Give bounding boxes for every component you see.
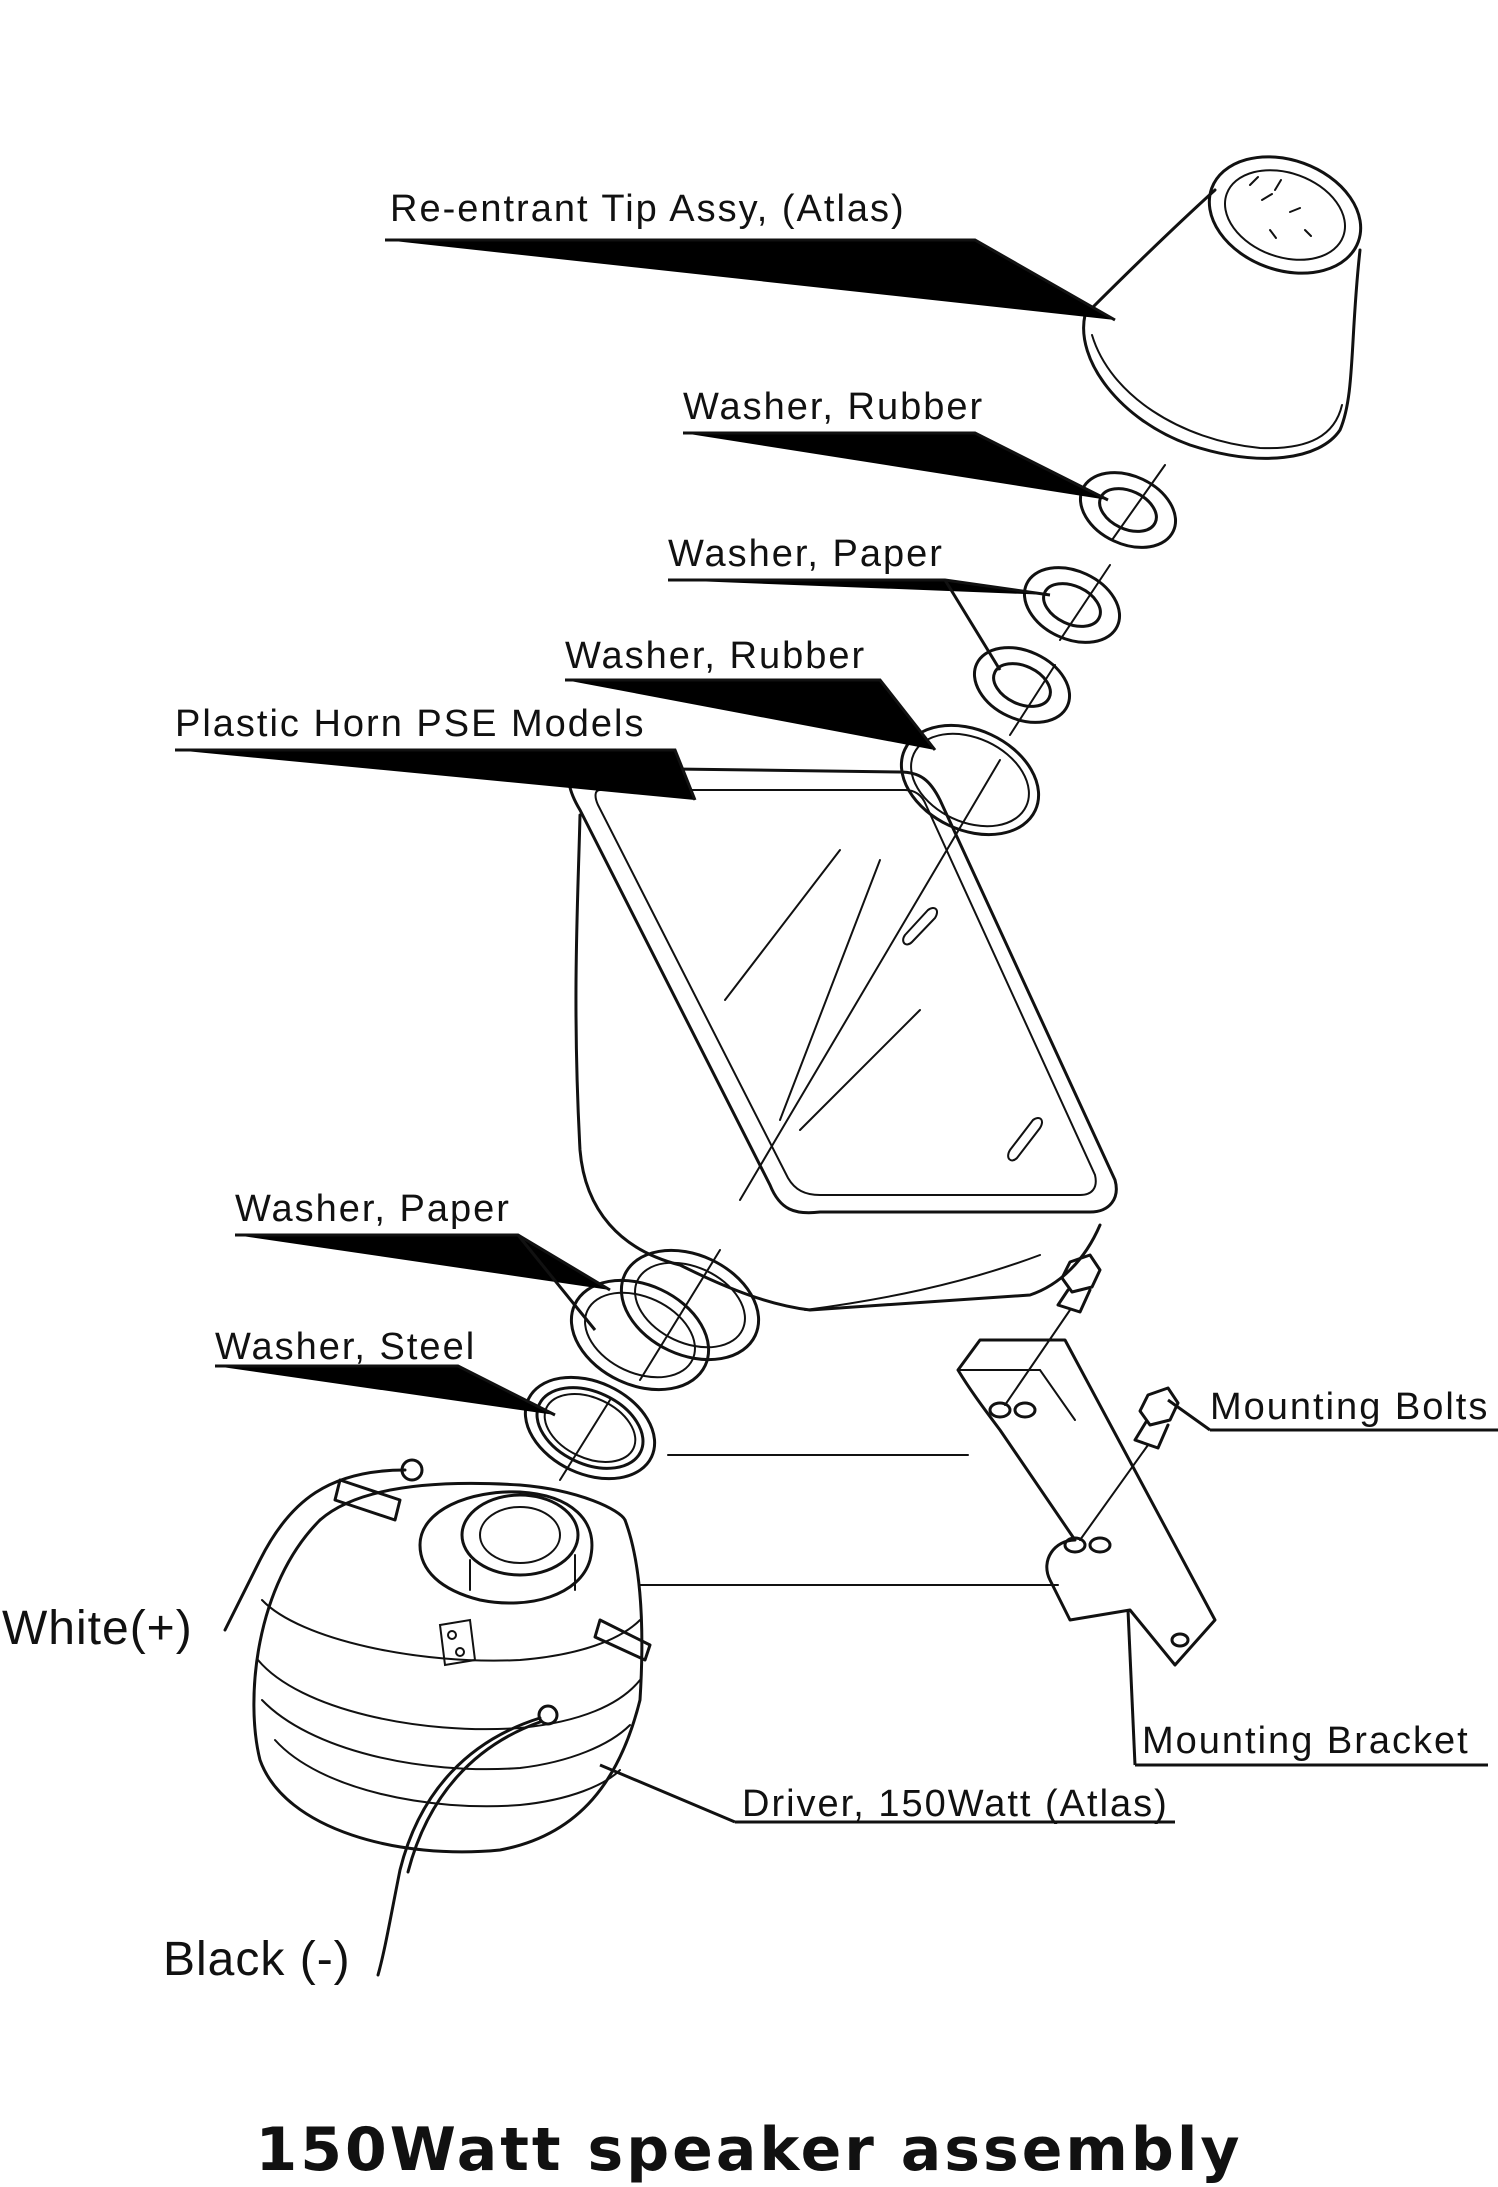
- label-driver: Driver, 150Watt (Atlas): [742, 1783, 1169, 1825]
- label-washer-paper-bottom: Washer, Paper: [235, 1188, 511, 1230]
- washer-steel-part: [523, 1375, 657, 1481]
- label-washer-paper-top: Washer, Paper: [668, 533, 944, 575]
- driver-part: [223, 1458, 652, 1977]
- washer-rubber-mid-part: [899, 723, 1041, 837]
- mounting-bracket-part: [956, 1338, 1217, 1667]
- leader-lines: [175, 238, 1498, 1824]
- label-washer-rubber-top: Washer, Rubber: [683, 386, 985, 428]
- label-washer-steel: Washer, Steel: [215, 1326, 477, 1368]
- diagram-title: 150Watt speaker assembly: [255, 2115, 1243, 2185]
- label-plastic-horn: Plastic Horn PSE Models: [175, 703, 646, 745]
- label-black-wire: Black (-): [163, 1933, 351, 1986]
- label-washer-rubber-mid: Washer, Rubber: [565, 635, 867, 677]
- label-white-wire: White(+): [2, 1602, 193, 1655]
- plastic-horn-part: [567, 766, 1118, 1312]
- washer-paper-top-part: [972, 566, 1122, 724]
- label-mounting-bolts: Mounting Bolts: [1210, 1386, 1490, 1428]
- label-mounting-bracket: Mounting Bracket: [1142, 1720, 1470, 1762]
- mounting-bolts-part: [1004, 1253, 1180, 1541]
- reentrant-tip-part: [1082, 155, 1363, 460]
- label-reentrant-tip: Re-entrant Tip Assy, (Atlas): [390, 188, 906, 230]
- washer-paper-bottom-part: [569, 1248, 761, 1392]
- washer-rubber-top-part: [1078, 471, 1178, 549]
